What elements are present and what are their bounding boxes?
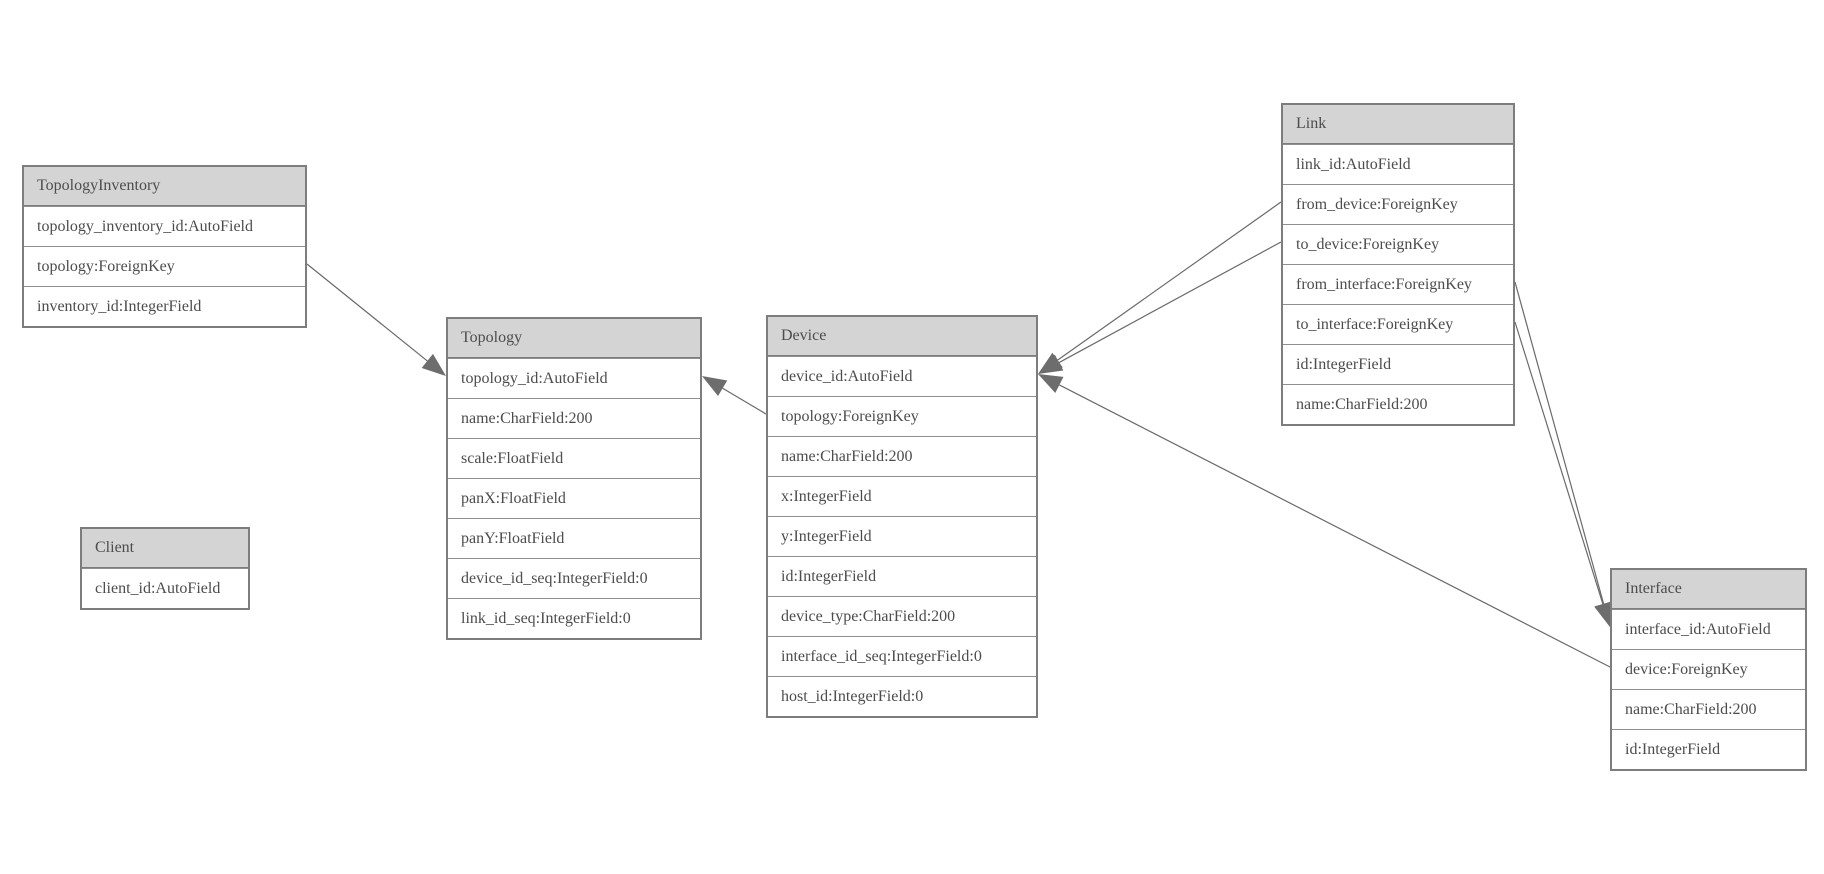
field-row-y: y:IntegerField: [768, 516, 1036, 556]
entity-title: TopologyInventory: [24, 167, 305, 206]
entity-title: Topology: [448, 319, 700, 358]
field-row-name: name:CharField:200: [768, 436, 1036, 476]
field-row-panY: panY:FloatField: [448, 518, 700, 558]
field-row-from_interface: from_interface:ForeignKey: [1283, 264, 1513, 304]
relationship-line-link-to_interface: [1514, 321, 1604, 605]
relationship-line-link-from_device: [1057, 201, 1282, 361]
field-row-id: id:IntegerField: [768, 556, 1036, 596]
entity-title: Client: [82, 529, 248, 568]
relationship-line-device-topology: [722, 387, 767, 415]
field-row-name: name:CharField:200: [448, 398, 700, 438]
relationship-line-link-from_interface: [1514, 281, 1605, 605]
relationship-line-topologyinventory-topology: [306, 263, 428, 362]
field-row-inventory_id: inventory_id:IntegerField: [24, 286, 305, 326]
field-row-device: device:ForeignKey: [1612, 649, 1805, 689]
entity-title: Device: [768, 317, 1036, 356]
field-row-device_id_seq: device_id_seq:IntegerField:0: [448, 558, 700, 598]
arrowhead-icon: [1038, 354, 1064, 374]
field-row-id: id:IntegerField: [1283, 344, 1513, 384]
field-row-name: name:CharField:200: [1612, 689, 1805, 729]
entity-title: Interface: [1612, 570, 1805, 609]
field-row-topology: topology:ForeignKey: [24, 246, 305, 286]
field-row-name: name:CharField:200: [1283, 384, 1513, 424]
field-row-to_interface: to_interface:ForeignKey: [1283, 304, 1513, 344]
field-row-device_type: device_type:CharField:200: [768, 596, 1036, 636]
field-row-scale: scale:FloatField: [448, 438, 700, 478]
field-row-topology_inventory_id: topology_inventory_id:AutoField: [24, 206, 305, 246]
field-row-panX: panX:FloatField: [448, 478, 700, 518]
entity-title: Link: [1283, 105, 1513, 144]
relationship-line-link-to_device: [1058, 241, 1282, 364]
field-row-interface_id_seq: interface_id_seq:IntegerField:0: [768, 636, 1036, 676]
field-row-client_id: client_id:AutoField: [82, 568, 248, 608]
field-row-link_id_seq: link_id_seq:IntegerField:0: [448, 598, 700, 638]
arrowhead-icon: [1594, 601, 1612, 627]
field-row-to_device: to_device:ForeignKey: [1283, 224, 1513, 264]
field-row-from_device: from_device:ForeignKey: [1283, 184, 1513, 224]
field-row-topology: topology:ForeignKey: [768, 396, 1036, 436]
field-row-topology_id: topology_id:AutoField: [448, 358, 700, 398]
arrowhead-icon: [421, 353, 446, 376]
field-row-interface_id: interface_id:AutoField: [1612, 609, 1805, 649]
arrowhead-icon: [1038, 374, 1064, 393]
field-row-host_id: host_id:IntegerField:0: [768, 676, 1036, 716]
arrowhead-icon: [702, 376, 728, 396]
relationship-line-interface-device: [1059, 384, 1611, 668]
field-row-x: x:IntegerField: [768, 476, 1036, 516]
field-row-id: id:IntegerField: [1612, 729, 1805, 769]
field-row-link_id: link_id:AutoField: [1283, 144, 1513, 184]
field-row-device_id: device_id:AutoField: [768, 356, 1036, 396]
